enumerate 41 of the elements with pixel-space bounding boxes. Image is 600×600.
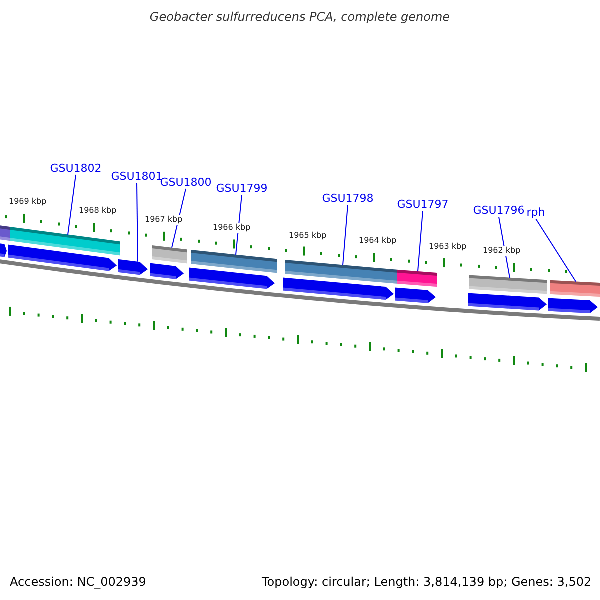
gene-bar <box>469 275 547 294</box>
gene-block <box>8 244 117 272</box>
scale-label: 1969 kbp <box>8 197 48 207</box>
leader-line <box>342 204 348 266</box>
gene-block <box>189 268 275 290</box>
gene-block <box>150 263 184 280</box>
gene-block <box>118 259 148 276</box>
gene-block <box>395 288 436 304</box>
leader-line <box>136 182 138 262</box>
gene-label: GSU1797 <box>397 199 449 210</box>
gene-bar <box>550 280 600 297</box>
gene-block <box>548 298 598 314</box>
leader-line <box>418 210 424 272</box>
info-text: Topology: circular; Length: 3,814,139 bp; Genes: 3,502 <box>262 576 592 588</box>
gene-label: GSU1798 <box>322 193 374 204</box>
gene-label: rph <box>526 207 546 218</box>
gene-label: GSU1799 <box>216 183 268 194</box>
gene-label: GSU1796 <box>473 205 525 216</box>
gene-label: GSU1800 <box>160 177 212 188</box>
leader-line <box>498 216 510 278</box>
diagram-title: Geobacter sulfurreducens PCA, complete genome <box>150 11 450 23</box>
leader-line <box>68 174 76 236</box>
scale-label: 1962 kbp <box>482 246 522 256</box>
scale-label: 1966 kbp <box>212 223 252 233</box>
scale-label: 1967 kbp <box>144 215 184 225</box>
gene-block <box>0 244 7 258</box>
gene-bar <box>285 260 397 284</box>
scale-label: 1964 kbp <box>358 236 398 246</box>
gene-bar <box>397 270 437 287</box>
scale-label: 1968 kbp <box>78 206 118 216</box>
gene-bar <box>191 250 277 274</box>
gene-bar <box>10 227 120 256</box>
gene-label: GSU1802 <box>50 163 102 174</box>
scale-label: 1965 kbp <box>288 231 328 241</box>
gene-bar <box>152 246 187 264</box>
info-text: Accession: NC_002939 <box>10 576 146 588</box>
leader-line <box>536 218 576 282</box>
gene-block <box>468 293 547 311</box>
scale-label: 1963 kbp <box>428 242 468 252</box>
gene-bar <box>0 226 10 242</box>
leader-line <box>236 194 242 256</box>
